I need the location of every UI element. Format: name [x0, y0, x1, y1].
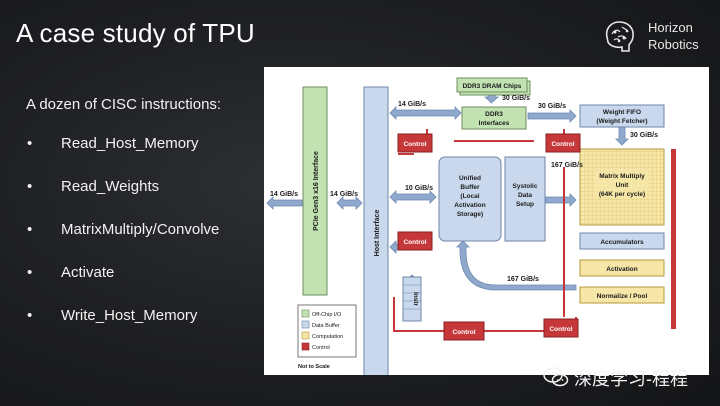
rate-label: 167 GiB/s: [551, 162, 583, 169]
unified-buffer-label-2: Buffer: [460, 184, 480, 191]
pcie-interface-box: [302, 86, 328, 296]
logo-line-1: Horizon: [648, 20, 693, 35]
logo-text: Horizon Robotics: [648, 19, 699, 53]
brain-icon: [605, 21, 634, 52]
legend-label: Computation: [312, 334, 343, 340]
rate-label: 14 GiB/s: [398, 101, 426, 108]
mmu-label-3: (64K per cycle): [599, 191, 645, 198]
list-item: • Write_Host_Memory: [26, 307, 256, 329]
logo-line-2: Robotics: [648, 37, 699, 52]
normalize-label: Normalize / Pool: [597, 293, 648, 300]
list-item: • MatrixMultiply/Convolve: [26, 221, 256, 243]
list-item: • Read_Weights: [26, 178, 256, 200]
control-box: [443, 321, 485, 341]
bullet-dot: •: [27, 221, 33, 238]
weight-fifo-label-1: Weight FIFO: [603, 109, 641, 116]
watermark-text: 深度学习-程程: [574, 369, 688, 389]
weight-fifo-label-2: (Weight Fetcher): [596, 118, 647, 125]
company-logo: Horizon Robotics: [599, 16, 719, 56]
accumulators-label: Accumulators: [600, 239, 644, 246]
ddr3-chips-label: DDR3 DRAM Chips: [463, 83, 522, 90]
unified-buffer-box: [438, 156, 502, 242]
host-interface-box: [363, 86, 389, 375]
rate-label: 14 GiB/s: [330, 191, 358, 198]
control-box: [397, 231, 433, 251]
rate-label: 10 GiB/s: [405, 185, 433, 192]
unified-buffer-label-5: Storage): [457, 211, 483, 218]
mmu-label-1: Matrix Multiply: [599, 173, 645, 180]
bullet-dot: •: [27, 178, 33, 195]
mmu-label-2: Unit: [616, 182, 629, 189]
pcie-label: PCIe Gen3 x16 Interface: [313, 151, 320, 231]
host-left-arrow: [336, 196, 363, 210]
ddr3-interfaces-label-2: Interfaces: [479, 120, 510, 127]
legend-label: Off-Chip I/O: [312, 312, 342, 318]
instruction-buffer-box: [402, 276, 422, 322]
ddr3-interfaces-label-1: DDR3: [485, 111, 503, 118]
rate-label: 167 GiB/s: [507, 276, 539, 283]
instruction-list: A dozen of CISC instructions: • Read_Host…: [26, 96, 256, 350]
unified-buffer-label-4: Activation: [454, 202, 485, 209]
weight-fifo-box: [579, 104, 665, 128]
legend-label: Data Buffer: [312, 323, 340, 329]
activation-label: Activation: [606, 266, 637, 273]
control-rail: [671, 149, 676, 329]
systolic-label-1: Systolic: [513, 183, 538, 190]
legend-label: Control: [312, 345, 330, 351]
list-item-text: Write_Host_Memory: [61, 307, 198, 324]
list-item-text: Activate: [61, 264, 115, 281]
rate-label: 14 GiB/s: [270, 191, 298, 198]
list-item-text: Read_Weights: [61, 178, 160, 195]
bullet-dot: •: [27, 135, 33, 152]
control-label: Control: [551, 141, 574, 148]
mmu-in-arrow: [545, 193, 577, 207]
list-item-text: Read_Host_Memory: [61, 135, 199, 152]
slide-title: A case study of TPU: [16, 18, 255, 48]
host-interface-label: Host Interface: [374, 210, 381, 257]
normalize-pool-box: [579, 286, 665, 304]
unified-buffer-label-3: (Local: [460, 193, 479, 200]
not-to-scale-label: Not to Scale: [298, 364, 330, 370]
accumulators-box: [579, 232, 665, 250]
control-label: Control: [403, 239, 426, 246]
ddr-right-arrow: [527, 109, 577, 123]
rate-label: 30 GiB/s: [630, 132, 658, 139]
list-intro: A dozen of CISC instructions:: [26, 96, 222, 113]
tpu-block-diagram: PCIe Gen3 x16 Interface Host Interface D…: [264, 67, 709, 375]
host-ub-arrow: [389, 190, 437, 204]
bullet-dot: •: [27, 264, 33, 281]
bullet-dot: •: [27, 307, 33, 324]
control-label: Control: [452, 329, 475, 336]
control-box: [545, 133, 581, 153]
systolic-label-2: Data: [518, 192, 532, 199]
control-label: Control: [403, 141, 426, 148]
systolic-label-3: Setup: [516, 201, 534, 208]
activation-box: [579, 259, 665, 277]
ddr3-interfaces-box: [461, 106, 527, 130]
rate-label: 30 GiB/s: [538, 103, 566, 110]
list-item-text: MatrixMultiply/Convolve: [61, 221, 220, 238]
host-top-arrow: [389, 106, 462, 120]
wechat-icon: [543, 367, 569, 387]
systolic-setup-box: [504, 156, 546, 242]
control-label: Control: [549, 326, 572, 333]
list-item: • Read_Host_Memory: [26, 135, 256, 157]
fifo-down-arrow: [615, 126, 629, 146]
unified-buffer-label-1: Unified: [459, 175, 481, 182]
instr-label: Instr: [412, 292, 419, 307]
control-box: [397, 133, 433, 153]
rate-label: 30 GiB/s: [502, 95, 530, 102]
list-item: • Activate: [26, 264, 256, 286]
control-box: [543, 318, 579, 338]
pcie-left-arrow: [266, 196, 303, 210]
ctrl-host-arrow: [389, 240, 399, 254]
